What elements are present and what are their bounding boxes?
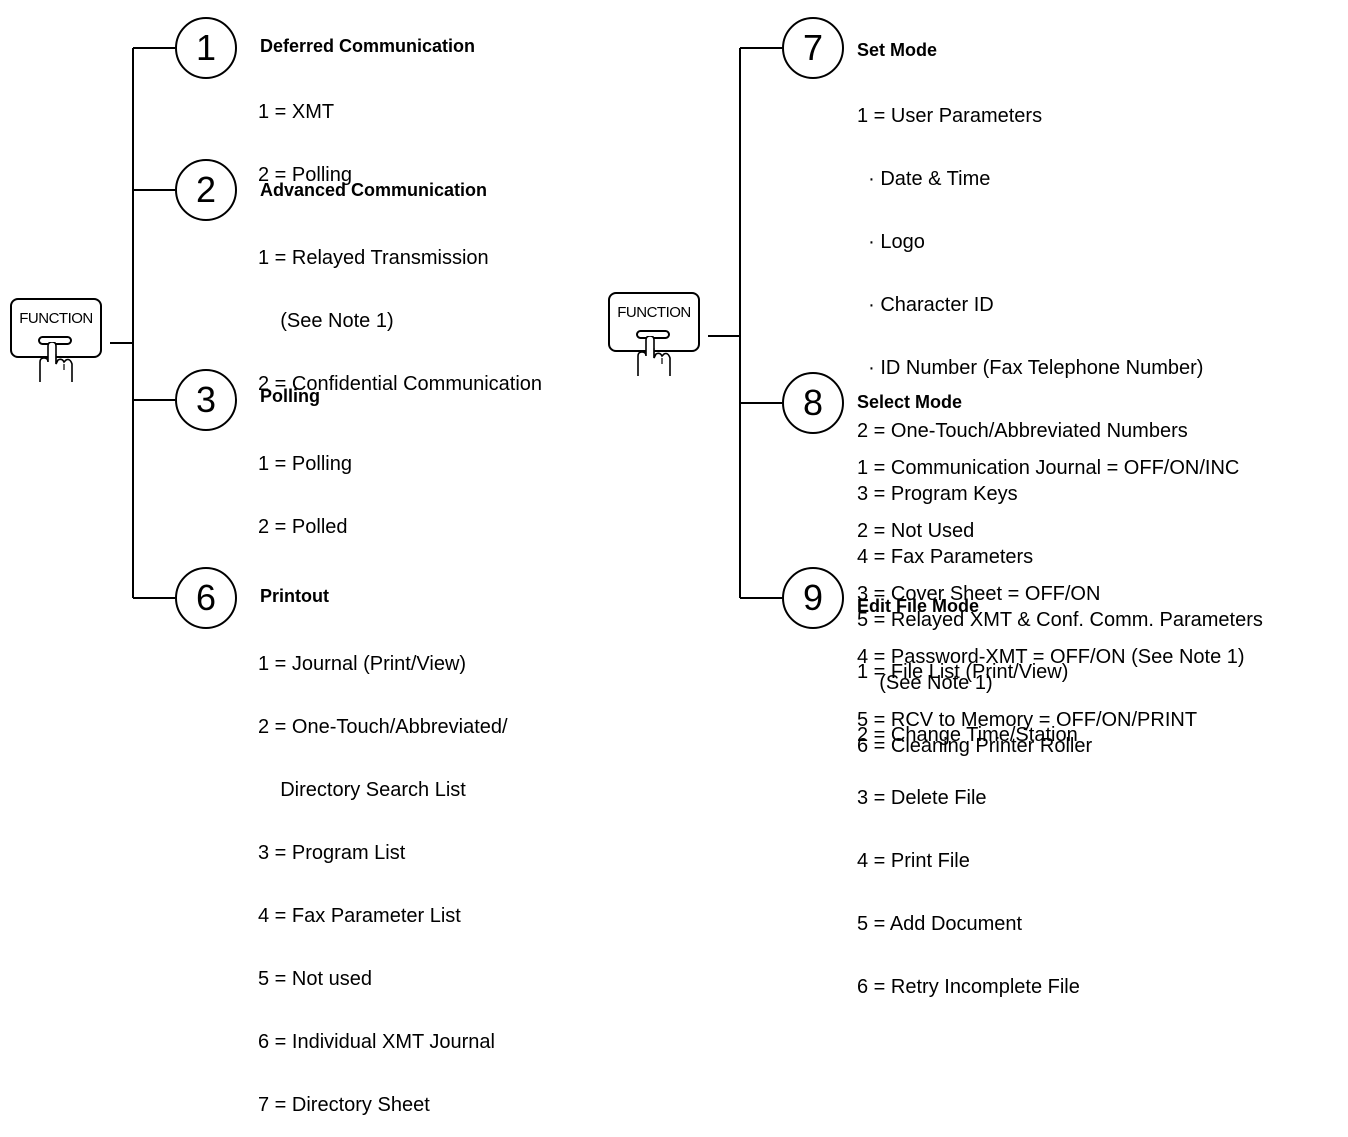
menu-items-list: 1 = User Parameters · Date & Time · Logo…	[857, 64, 1263, 778]
menu-item: · Character ID	[857, 294, 994, 316]
menu-title: Edit File Mode	[857, 596, 980, 616]
menu-title: Printout	[260, 586, 329, 606]
menu-item: · ID Number (Fax Telephone Number)	[857, 357, 1204, 379]
menu-item: Directory Search List	[258, 779, 466, 801]
pointing-hand-icon	[39, 342, 73, 382]
menu-item: 6 = Retry Incomplete File	[857, 976, 1080, 998]
menu-number-circle: 8	[782, 372, 844, 434]
menu-title: Deferred Communication	[260, 36, 476, 56]
menu-number-circle: 9	[782, 567, 844, 629]
menu-item: 1 = Relayed Transmission	[258, 247, 489, 269]
menu-title: Advanced Communication	[260, 180, 488, 200]
menu-item: 2 = One-Touch/Abbreviated Numbers	[857, 420, 1188, 442]
menu-item: 5 = Relayed XMT & Conf. Comm. Parameters	[857, 609, 1263, 631]
menu-number-circle: 1	[175, 17, 237, 79]
menu-item: 3 = Delete File	[857, 787, 987, 809]
menu-title: Select Mode	[857, 392, 963, 412]
menu-item: 3 = Program Keys	[857, 483, 1018, 505]
menu-items-list: 1 = Polling 2 = Polled	[258, 412, 352, 559]
menu-item: 4 = Password-XMT = OFF/ON (See Note 1)	[857, 646, 1245, 668]
menu-items-list: 1 = Communication Journal = OFF/ON/INC 2…	[857, 416, 1245, 752]
menu-items-list: 1 = XMT 2 = Polling	[258, 60, 352, 207]
menu-item: 2 = Confidential Communication	[258, 373, 543, 395]
menu-item: 6 = Cleaning Printer Roller	[857, 735, 1093, 757]
menu-item: 5 = Not used	[258, 968, 372, 990]
menu-item: 1 = XMT	[258, 101, 335, 123]
menu-items-list: 1 = File List (Print/View) 2 = Change Ti…	[857, 620, 1080, 1019]
menu-item: 2 = Not Used	[857, 520, 975, 542]
menu-item: 4 = Fax Parameter List	[258, 905, 461, 927]
menu-item: (See Note 1)	[857, 672, 993, 694]
menu-item: 3 = Cover Sheet = OFF/ON	[857, 583, 1101, 605]
menu-number-circle: 2	[175, 159, 237, 221]
menu-title: Set Mode	[857, 40, 938, 60]
menu-item: 5 = Add Document	[857, 913, 1023, 935]
menu-item: 1 = Journal (Print/View)	[258, 653, 467, 675]
menu-title: Polling	[260, 386, 320, 406]
menu-item: · Date & Time	[857, 168, 991, 190]
menu-item: 4 = Print File	[857, 850, 970, 872]
function-key-label: FUNCTION	[617, 304, 691, 321]
menu-item: 2 = Polled	[258, 516, 348, 538]
menu-item: 4 = Fax Parameters	[857, 546, 1034, 568]
menu-items-list: 1 = Relayed Transmission (See Note 1) 2 …	[258, 206, 542, 416]
menu-item: · Logo	[857, 231, 925, 253]
menu-items-list: 1 = Journal (Print/View) 2 = One-Touch/A…	[258, 612, 508, 1137]
menu-item: 3 = Program List	[258, 842, 406, 864]
menu-number-circle: 3	[175, 369, 237, 431]
menu-item: 1 = Polling	[258, 453, 352, 475]
menu-item: 1 = File List (Print/View)	[857, 661, 1069, 683]
menu-item: 1 = User Parameters	[857, 105, 1043, 127]
menu-item: 1 = Communication Journal = OFF/ON/INC	[857, 457, 1240, 479]
menu-item: 2 = Change Time/Station	[857, 724, 1078, 746]
menu-item: (See Note 1)	[258, 310, 394, 332]
menu-item: 2 = Polling	[258, 164, 352, 186]
pointing-hand-icon	[637, 336, 671, 376]
tree-connectors	[110, 47, 782, 599]
menu-item: 5 = RCV to Memory = OFF/ON/PRINT	[857, 709, 1198, 731]
menu-number-circle: 6	[175, 567, 237, 629]
menu-number-circle: 7	[782, 17, 844, 79]
menu-item: 6 = Individual XMT Journal	[258, 1031, 495, 1053]
function-key-label: FUNCTION	[19, 310, 93, 327]
menu-item: 2 = One-Touch/Abbreviated/	[258, 716, 508, 738]
menu-item: 7 = Directory Sheet	[258, 1094, 430, 1116]
